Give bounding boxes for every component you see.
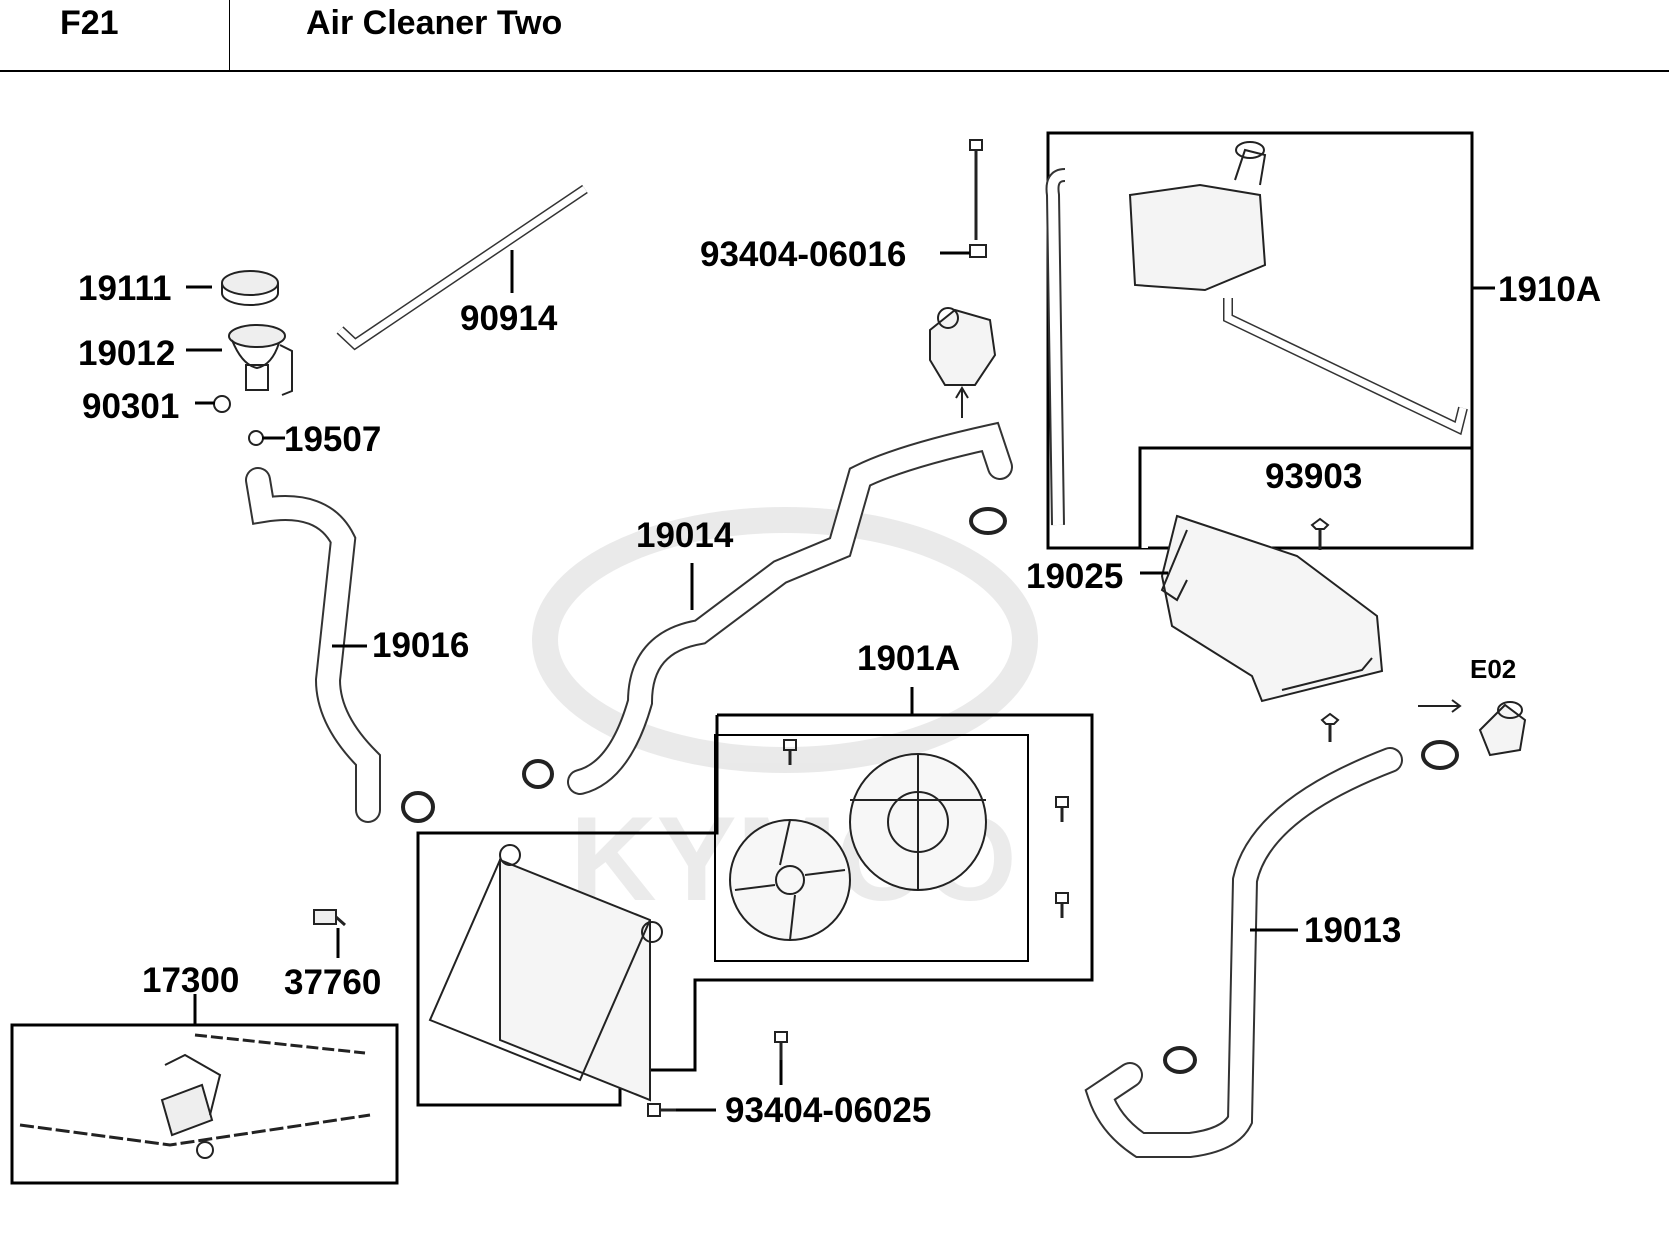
- part-label-93404-06016: 93404-06016: [700, 235, 906, 274]
- temperature-sensor[interactable]: [314, 910, 345, 925]
- bolt[interactable]: [775, 1032, 787, 1060]
- part-label-19012: 19012: [78, 334, 175, 373]
- hose-clamp[interactable]: [524, 761, 552, 787]
- hose-clamp[interactable]: [1423, 742, 1457, 768]
- part-label-19014: 19014: [636, 516, 734, 555]
- part-label-19016: 19016: [372, 626, 469, 665]
- part-label-E02: E02: [1470, 654, 1516, 684]
- bolt[interactable]: [970, 140, 986, 257]
- screw[interactable]: [1312, 519, 1328, 550]
- screw[interactable]: [1322, 714, 1338, 742]
- filler-neck[interactable]: [229, 325, 292, 395]
- part-label-93404-06025: 93404-06025: [725, 1091, 931, 1130]
- reservoir-tank[interactable]: [1130, 142, 1265, 290]
- bolt[interactable]: [648, 1104, 676, 1116]
- radiator-cap[interactable]: [222, 271, 278, 305]
- part-label-1910A: 1910A: [1498, 270, 1601, 309]
- nut[interactable]: [214, 396, 230, 412]
- part-label-19507: 19507: [284, 420, 381, 459]
- direction-arrow: [1418, 700, 1460, 712]
- outlet-fitting[interactable]: [1480, 702, 1525, 755]
- part-label-90301: 90301: [82, 387, 179, 426]
- part-label-37760: 37760: [284, 963, 381, 1002]
- cooling-fan[interactable]: [730, 820, 850, 940]
- thermostat-housing[interactable]: [930, 308, 995, 385]
- part-label-19111: 19111: [78, 269, 171, 308]
- hose-19013[interactable]: [1100, 760, 1390, 1145]
- hose-clamp[interactable]: [971, 509, 1005, 533]
- direction-arrow: [956, 388, 968, 418]
- bolt[interactable]: [1056, 893, 1068, 918]
- fan-motor-bracket[interactable]: [850, 754, 986, 890]
- bolt[interactable]: [1056, 797, 1068, 822]
- clip[interactable]: [249, 431, 263, 445]
- hose-clamp[interactable]: [403, 793, 433, 821]
- part-label-1901A: 1901A: [857, 639, 960, 678]
- fan-shroud[interactable]: [1162, 516, 1382, 701]
- hose-clamp[interactable]: [1165, 1048, 1195, 1072]
- part-label-19025: 19025: [1026, 557, 1123, 596]
- part-label-19013: 19013: [1304, 911, 1401, 950]
- part-label-17300: 17300: [142, 961, 239, 1000]
- part-label-90914: 90914: [460, 299, 558, 338]
- evap-canister[interactable]: [20, 1035, 370, 1158]
- reservoir-hose[interactable]: [1228, 298, 1463, 428]
- part-label-93903: 93903: [1265, 457, 1362, 496]
